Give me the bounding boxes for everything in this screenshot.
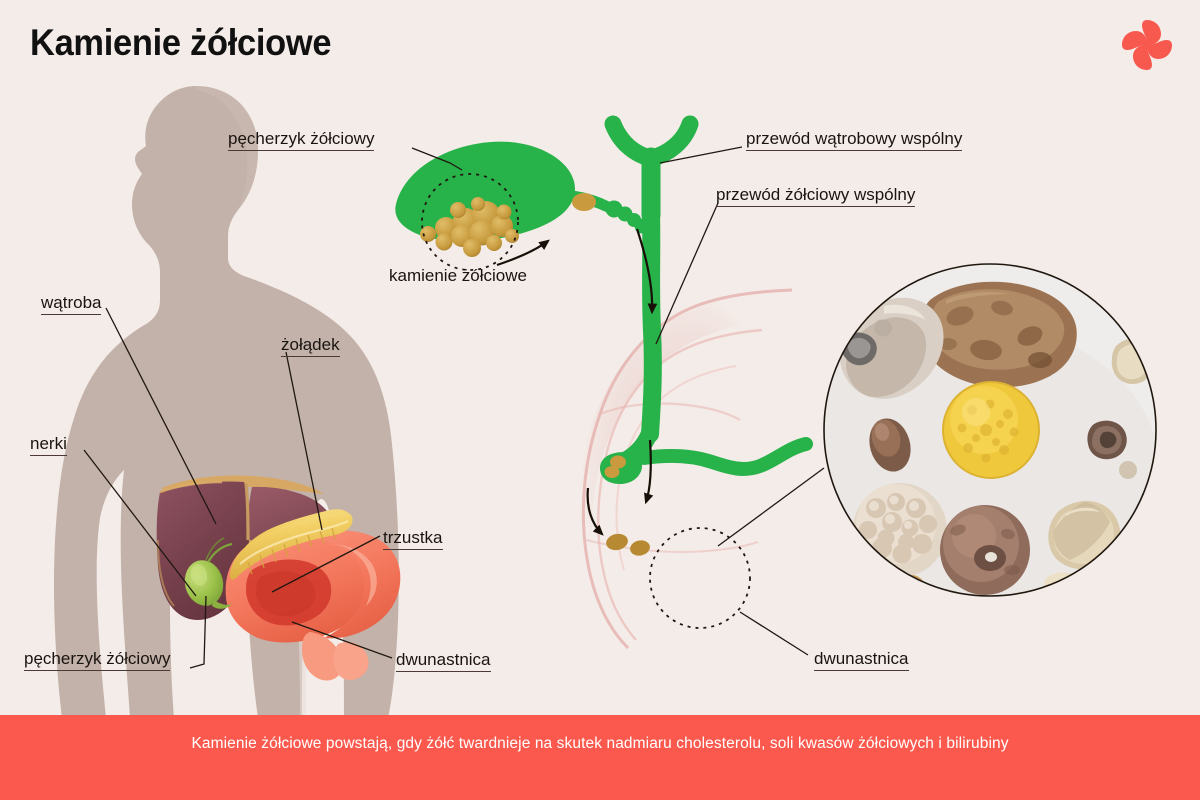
page-title: Kamienie żółciowe <box>30 22 332 63</box>
leader-lines <box>83 146 825 669</box>
dashed-circle-gallbladder-stones <box>421 173 519 271</box>
label-duodenum-body: dwunastnica <box>396 650 491 672</box>
label-common-bile-duct: przewód żółciowy wspólny <box>716 185 916 207</box>
label-kidneys: nerki <box>30 434 67 456</box>
label-gallbladder-body: pęcherzyk żółciowy <box>24 649 171 671</box>
four-petal-flower-logo <box>1122 20 1172 70</box>
label-liver: wątroba <box>41 293 102 315</box>
label-pancreas: trzustka <box>383 528 443 550</box>
label-gallstones-duct-diagram: kamienie żółciowe <box>389 266 527 285</box>
duodenum-faint-outline <box>579 288 793 650</box>
label-stomach: żołądek <box>281 335 340 357</box>
gallstones-photo-inset <box>823 263 1157 597</box>
label-gallbladder-duct-diagram: pęcherzyk żółciowy <box>228 129 375 151</box>
caption-text: Kamienie żółciowe powstają, gdy żółć twa… <box>191 735 1009 752</box>
biliary-duct-tree <box>395 115 813 629</box>
caption-banner <box>0 715 1200 800</box>
flow-arrows <box>496 228 658 536</box>
dashed-circle-duodenum-stones <box>649 527 751 629</box>
label-duodenum-duct: dwunastnica <box>814 649 909 671</box>
label-common-hepatic-duct: przewód wątrobowy wspólny <box>746 129 963 151</box>
